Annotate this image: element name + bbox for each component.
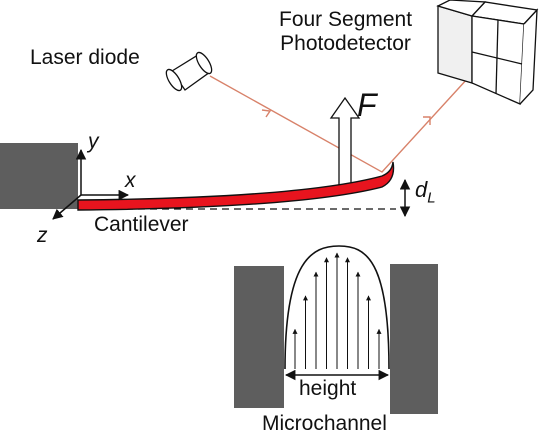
laser-beam [209, 75, 469, 173]
force-label: F [357, 87, 377, 123]
photodetector-label-line1: Four Segment [279, 8, 413, 31]
cantilever-support-block [0, 143, 78, 209]
velocity-profile-curve [284, 245, 390, 370]
force-arrow [329, 96, 361, 187]
channel-wall-right [390, 264, 438, 414]
deflection-label: dL [415, 178, 436, 210]
laser-diode-label: Laser diode [30, 46, 140, 69]
axis-y-label: y [88, 130, 99, 153]
photodetector-label: Four Segment Photodetector [279, 8, 412, 56]
photodetector-label-line2: Photodetector [280, 32, 411, 55]
axis-x-label: x [125, 169, 136, 192]
flow-arrows [292, 252, 382, 369]
deflection-subscript: L [427, 189, 436, 207]
deflection-symbol: d [415, 177, 428, 202]
laser-diode-icon [165, 51, 213, 92]
cantilever-beam [77, 161, 395, 211]
cantilever-label: Cantilever [94, 213, 189, 236]
axis-z-label: z [37, 224, 48, 247]
photodetector-icon [436, 0, 539, 105]
height-label: height [299, 377, 357, 400]
microchannel-label: Microchannel [262, 412, 387, 435]
channel-wall-left [234, 266, 284, 408]
coordinate-axes [52, 148, 130, 220]
